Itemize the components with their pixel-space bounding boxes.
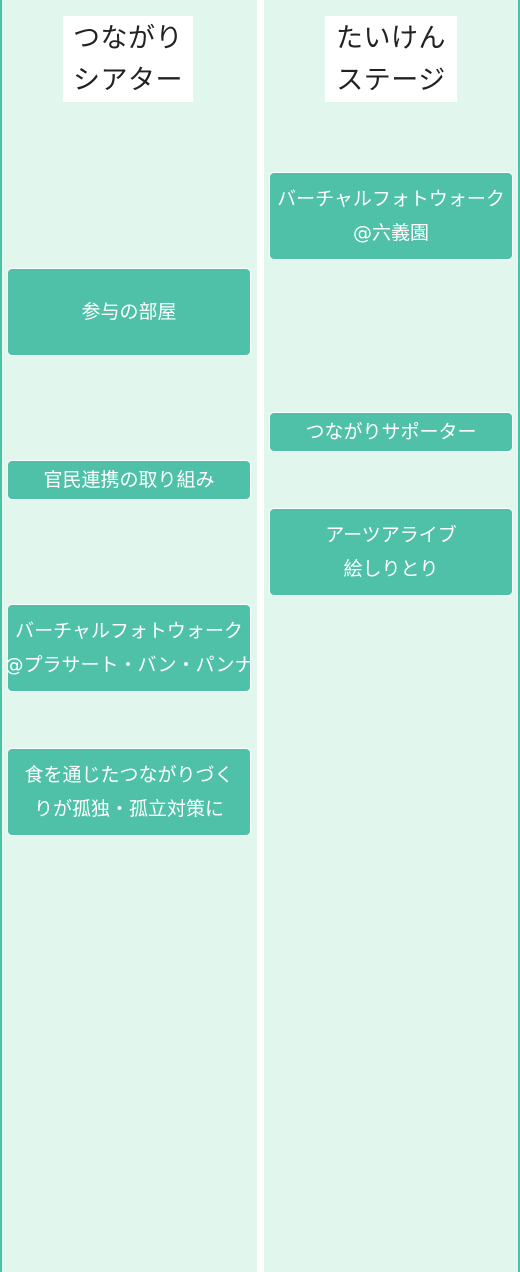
column-title-line: シアター (73, 65, 183, 96)
event-title: りが孤独・孤立対策に (33, 798, 224, 820)
event-title: バーチャルフォトウォーク (15, 620, 243, 642)
event-title: 官民連携の取り組み (43, 469, 215, 491)
column-header: つながり シアター (63, 16, 193, 102)
event-block[interactable]: 参与の部屋 (8, 269, 250, 355)
column-header: たいけん ステージ (325, 16, 457, 102)
column-taiken-stage: たいけん ステージ バーチャルフォトウォーク @六義園 つながりサポーター アー… (264, 0, 520, 1272)
event-title: 食を通じたつながりづく (24, 764, 234, 786)
column-title-line: たいけん (336, 23, 446, 54)
event-block[interactable]: 食を通じたつながりづく りが孤独・孤立対策に (8, 749, 250, 835)
column-title-line: つながり (73, 23, 183, 54)
event-title: 参与の部屋 (81, 301, 177, 323)
event-block[interactable]: バーチャルフォトウォーク @プラサート・バン・パンナ (8, 605, 250, 691)
event-title: @プラサート・バン・パンナ (8, 654, 250, 676)
event-block[interactable]: バーチャルフォトウォーク @六義園 (270, 173, 512, 259)
column-title-line: ステージ (336, 65, 446, 96)
event-title: 絵しりとり (343, 558, 439, 580)
event-title: @六義園 (352, 222, 429, 244)
event-title: バーチャルフォトウォーク (277, 188, 505, 210)
event-block[interactable]: つながりサポーター (270, 413, 512, 451)
event-title: つながりサポーター (305, 421, 477, 443)
event-block[interactable]: アーツアライブ 絵しりとり (270, 509, 512, 595)
column-tsunagari-theater: つながり シアター 参与の部屋 官民連携の取り組み バーチャルフォトウォーク @… (0, 0, 257, 1272)
event-block[interactable]: 官民連携の取り組み (8, 461, 250, 499)
event-title: アーツアライブ (325, 524, 457, 546)
